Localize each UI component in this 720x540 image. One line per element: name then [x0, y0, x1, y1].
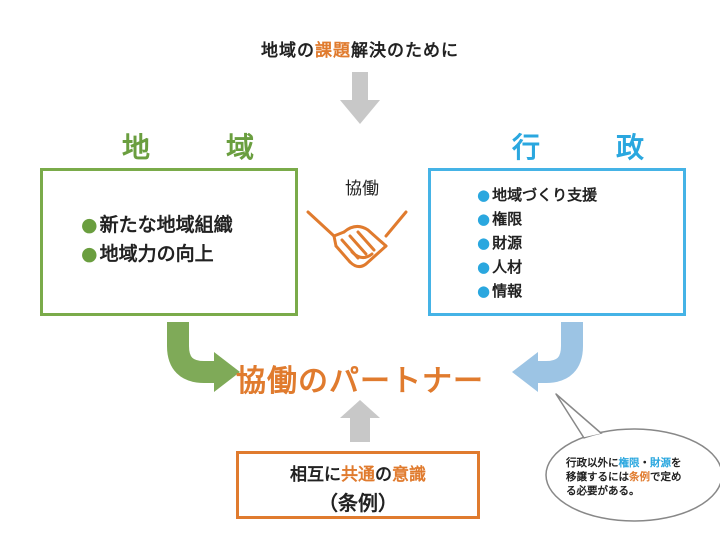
bubble-p9: る必要がある。	[566, 485, 640, 497]
ordinance-line2: （条例）	[318, 491, 398, 515]
government-box: ●地域づくり支援 ●権限 ●財源 ●人材 ●情報	[428, 168, 686, 316]
bubble-funding: 財源	[650, 457, 671, 469]
bubble-p8: で定め	[650, 471, 682, 483]
list-item: ●権限	[477, 207, 597, 231]
government-list: ●地域づくり支援 ●権限 ●財源 ●人材 ●情報	[477, 183, 597, 303]
list-item: ●人材	[477, 255, 597, 279]
top-title-highlight: 課題	[315, 41, 351, 61]
bubble-ordinance: 条例	[629, 471, 650, 483]
community-box: ●新たな地域組織 ●地域力の向上	[40, 168, 298, 316]
bullet-dot-icon: ●	[477, 258, 491, 276]
list-item-label: 権限	[492, 210, 523, 228]
top-title-pre: 地域の	[261, 41, 315, 61]
line1-pre: 相互に	[290, 465, 341, 485]
ordinance-line1: 相互に共通の意識	[239, 460, 477, 485]
collaboration-label: 協働	[345, 179, 379, 199]
bullet-dot-icon: ●	[81, 243, 98, 265]
list-item: ●情報	[477, 279, 597, 303]
bubble-p6: 移譲するには	[566, 471, 629, 483]
partner-title: 協働のパートナー	[236, 364, 484, 399]
list-item-label: 財源	[492, 234, 523, 252]
left-heading: 地 域	[122, 131, 279, 164]
list-item: ●地域づくり支援	[477, 183, 597, 207]
bullet-dot-icon: ●	[477, 234, 491, 252]
bubble-p1: 行政以外に	[566, 457, 619, 469]
line1-highlight-common: 共通	[341, 465, 375, 485]
list-item: ●地域力の向上	[81, 240, 233, 269]
list-item-label: 新たな地域組織	[99, 214, 233, 236]
list-item: ●新たな地域組織	[81, 211, 233, 240]
bubble-p3: ・	[639, 457, 651, 469]
list-item-label: 人材	[492, 258, 523, 276]
bullet-dot-icon: ●	[477, 210, 491, 228]
blue-curved-arrow	[512, 322, 583, 392]
handshake-icon	[306, 210, 408, 269]
line1-mid: の	[375, 465, 392, 485]
top-title-post: 解決のために	[351, 41, 459, 61]
arrow-down-icon	[340, 72, 380, 124]
bullet-dot-icon: ●	[477, 282, 491, 300]
bullet-dot-icon: ●	[81, 214, 98, 236]
speech-bubble	[545, 393, 720, 522]
bubble-text: 行政以外に権限・財源を移譲するには条例で定める必要がある。	[566, 456, 704, 498]
line1-highlight-awareness: 意識	[392, 465, 426, 485]
community-list: ●新たな地域組織 ●地域力の向上	[81, 211, 233, 269]
green-curved-arrow	[167, 322, 240, 392]
right-heading: 行 政	[512, 131, 669, 164]
bubble-authority: 権限	[618, 457, 640, 469]
list-item-label: 情報	[492, 282, 523, 300]
ordinance-box: 相互に共通の意識 （条例）	[236, 451, 480, 519]
list-item-label: 地域力の向上	[99, 243, 214, 265]
arrow-up-icon	[340, 400, 380, 442]
list-item: ●財源	[477, 231, 597, 255]
bullet-dot-icon: ●	[477, 186, 491, 204]
list-item-label: 地域づくり支援	[492, 186, 598, 204]
bubble-p5: を	[671, 457, 682, 469]
top-title: 地域の課題解決のために	[0, 36, 720, 61]
